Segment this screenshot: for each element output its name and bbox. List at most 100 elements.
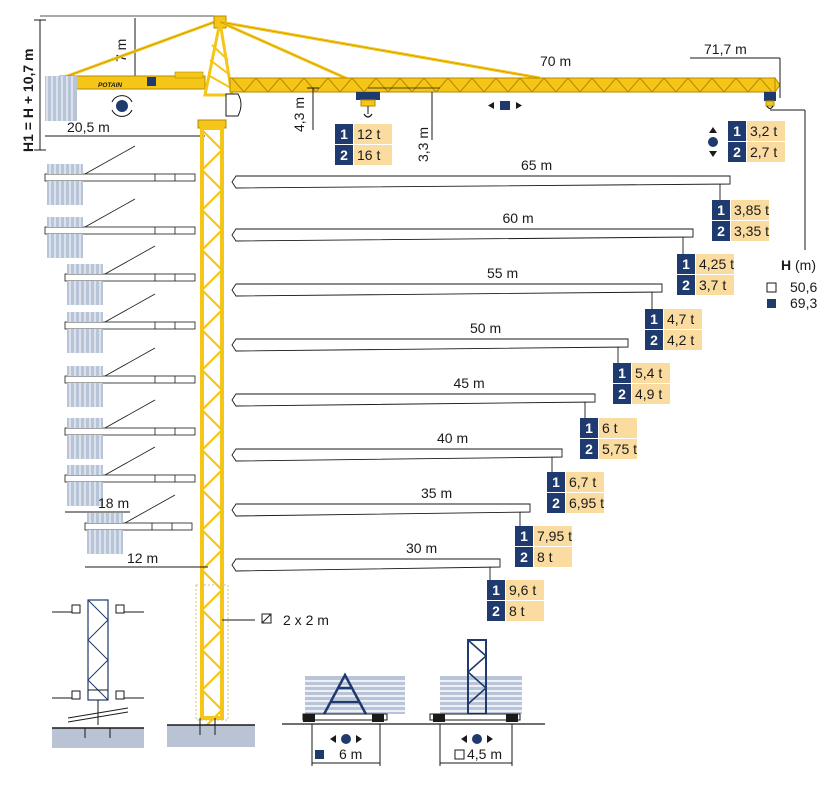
travel-base: 4,5 m [410, 639, 545, 766]
radius-label: 65 m [521, 157, 552, 173]
load-value: 6,95 t [569, 495, 604, 511]
jib-outline [231, 393, 596, 407]
floor-slab [84, 522, 193, 531]
jib-outline [231, 558, 501, 572]
floor-slab [44, 226, 196, 235]
jib-outline [231, 283, 663, 297]
load-value-cell [731, 221, 769, 241]
load-value: 12 t [357, 126, 380, 142]
height-legend-value-2: 69,3 [790, 295, 817, 311]
radius-label: 50 m [470, 320, 501, 336]
load-value-cell [599, 418, 637, 438]
load-value: 9,6 t [509, 582, 536, 598]
load-value: 4,25 t [699, 256, 734, 272]
hook-drop-label: 3,3 m [415, 127, 431, 162]
load-row-number-cell [335, 145, 353, 165]
jib-outline [231, 175, 731, 189]
ballast-stack [67, 312, 103, 353]
floor-slab [44, 173, 196, 182]
trolley-travel-icon [488, 101, 522, 110]
load-value-cell [664, 330, 702, 350]
load-row-number: 1 [733, 123, 741, 139]
load-row-number-cell [677, 275, 695, 295]
load-row-number: 2 [520, 549, 528, 565]
mast-section: 2 x 2 m [222, 612, 329, 628]
h1-formula-label: H1 = H + 10,7 m [20, 48, 36, 152]
load-value: 3,85 t [734, 202, 769, 218]
ballast-stack [67, 366, 103, 407]
load-value-cell [566, 493, 604, 513]
load-row-number-cell [515, 526, 533, 546]
ballast-stack [67, 465, 103, 506]
load-value-cell [534, 526, 572, 546]
load-row-number: 2 [585, 441, 593, 457]
counter-ballast [45, 76, 77, 121]
load-value-cell [696, 254, 734, 274]
load-row-number: 2 [492, 603, 500, 619]
load-row-number: 2 [650, 332, 658, 348]
load-row-number-cell [580, 418, 598, 438]
trolley-hook [356, 92, 380, 118]
load-value: 7,95 t [537, 528, 572, 544]
load-value: 3,7 t [699, 277, 726, 293]
load-row-number: 1 [340, 126, 348, 142]
load-row-number: 2 [717, 223, 725, 239]
load-row-number: 2 [340, 147, 348, 163]
radius-label: 40 m [437, 430, 468, 446]
load-value: 3,35 t [734, 223, 769, 239]
mast-foundation [167, 718, 255, 747]
main-jib [229, 76, 781, 118]
load-chart-70: 1 12 t 2 16 t [335, 124, 392, 165]
tower-head [197, 15, 541, 129]
load-value: 6 t [602, 420, 618, 436]
base-travel-label: 4,5 m [467, 746, 502, 762]
load-value: 4,7 t [667, 311, 694, 327]
load-row-number: 1 [585, 420, 593, 436]
load-row-number-cell [335, 124, 353, 144]
h1-dimension: H1 = H + 10,7 m [20, 15, 220, 152]
load-value: 16 t [357, 147, 380, 163]
load-row-number: 2 [618, 386, 626, 402]
radius-label: 35 m [421, 485, 452, 501]
brand-label: POTAIN [98, 82, 122, 89]
counter-jib: POTAIN [45, 18, 221, 121]
climbing-detail [52, 599, 144, 748]
height-legend-title: H (m) [781, 257, 816, 273]
load-row-number: 1 [552, 474, 560, 490]
base-fixed-label: 6 m [339, 746, 362, 762]
radius-18-label: 18 m [98, 495, 129, 511]
top-height-dimension: 7 m [113, 18, 136, 76]
load-value-cell [506, 580, 544, 600]
load-value: 4,9 t [635, 386, 662, 402]
radius-label: 45 m [454, 375, 485, 391]
load-value: 8 t [509, 603, 525, 619]
load-value: 6,7 t [569, 474, 596, 490]
floor-slab [64, 375, 196, 384]
load-row-number-cell [487, 601, 505, 621]
jib-height-dimensions: 4,3 m 3,3 m [291, 87, 440, 162]
floor-slabs [44, 145, 196, 554]
load-row-number-cell [547, 493, 565, 513]
mast [195, 126, 229, 731]
load-row-number-cell [728, 121, 746, 141]
radius-label: 60 m [503, 210, 534, 226]
jib-outline [231, 338, 629, 352]
load-row-number-cell [613, 384, 631, 404]
ballast-stack [67, 264, 103, 305]
load-value-cell [731, 200, 769, 220]
load-row-number-cell [580, 439, 598, 459]
load-value: 3,2 t [750, 123, 777, 139]
jib-length-dimensions: 70 m 71,7 m [540, 41, 781, 98]
jib-outline [231, 448, 563, 462]
load-value-cell [506, 601, 544, 621]
load-value-cell [696, 275, 734, 295]
load-value-cell [354, 124, 392, 144]
